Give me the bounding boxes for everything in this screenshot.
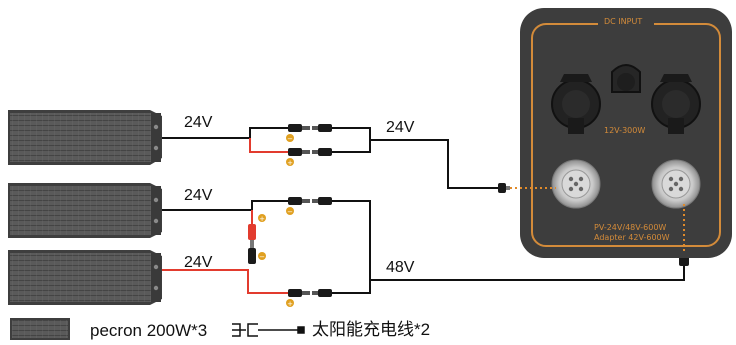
top-wiring	[162, 127, 500, 189]
legend-cable-icon	[232, 323, 305, 337]
solar-panel-top	[8, 110, 162, 165]
aviation-rating-line1: PV-24V/48V-600W	[594, 223, 667, 232]
solar-panel-middle	[8, 183, 162, 238]
aviation-port-left-icon	[551, 159, 601, 209]
legend-cable-label: 太阳能充电线*2	[312, 320, 431, 339]
svg-text:+: +	[287, 159, 293, 167]
voltage-label-bottom-output: 48V	[386, 259, 415, 276]
legend-panel-icon	[10, 318, 70, 340]
voltage-label-bottom-panel: 24V	[184, 254, 213, 271]
dc-port-rating: 12V-300W	[604, 126, 646, 135]
svg-text:−: −	[259, 253, 265, 261]
series-mc4-connectors: − + + −	[248, 197, 332, 308]
solar-panel-bottom	[8, 250, 162, 305]
svg-text:+: +	[287, 300, 293, 308]
top-mc4-connectors: − +	[286, 124, 332, 167]
voltage-label-middle-panel: 24V	[184, 187, 213, 204]
aviation-rating-line2: Adapter 42V-600W	[594, 233, 670, 242]
dc-port-cover-icon	[611, 64, 641, 93]
voltage-label-top-panel: 24V	[184, 114, 213, 131]
dc-port-right-icon	[651, 74, 701, 134]
svg-text:+: +	[259, 215, 265, 223]
dc-port-left-icon	[551, 74, 601, 134]
voltage-label-top-output: 24V	[386, 119, 415, 136]
legend-panel-label: pecron 200W*3	[90, 321, 208, 340]
svg-text:−: −	[287, 208, 293, 216]
top-output-plug	[498, 183, 510, 193]
power-station	[510, 8, 732, 258]
aviation-port-right-icon	[651, 159, 701, 209]
svg-text:−: −	[287, 135, 293, 143]
dc-input-header: DC INPUT	[604, 17, 643, 26]
